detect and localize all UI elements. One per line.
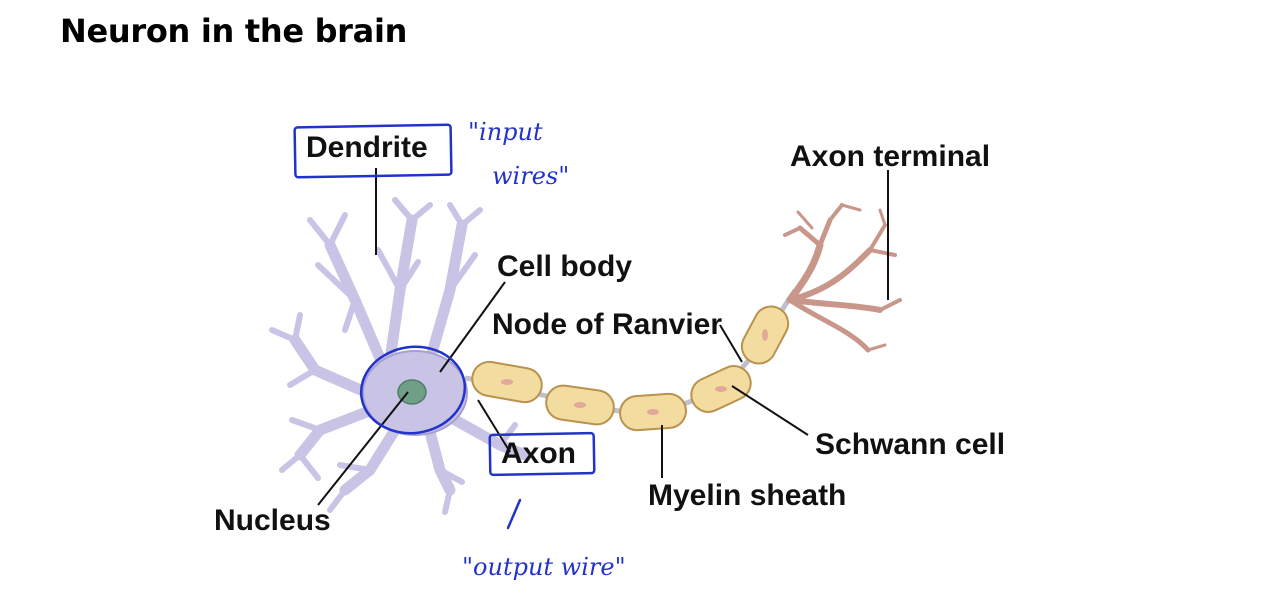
label-myelin-sheath: Myelin sheath	[648, 479, 847, 512]
slide-title: Neuron in the brain	[60, 12, 408, 50]
annotation-input-line1: "input	[468, 118, 543, 146]
label-node-of-ranvier: Node of Ranvier	[492, 308, 723, 341]
output-pointer-stroke	[506, 498, 522, 530]
axon-terminal-branches	[783, 203, 902, 353]
hand-annotations	[293, 123, 596, 530]
label-dendrite: Dendrite	[306, 131, 428, 164]
label-axon: Axon	[501, 437, 576, 470]
label-axon-terminal: Axon terminal	[790, 140, 991, 173]
cell-body-leader	[439, 281, 506, 373]
schwann-nuclei	[501, 329, 768, 415]
axon-leader	[477, 399, 511, 453]
annotation-output: "output wire"	[462, 553, 626, 581]
annotation-input-line2: wires"	[492, 162, 570, 190]
leader-lines	[317, 168, 889, 506]
cell-body-circle	[359, 345, 467, 435]
label-cell-body: Cell body	[497, 250, 633, 283]
dendrite-box	[293, 123, 453, 179]
axon-box	[488, 431, 596, 477]
nucleus-shape	[397, 379, 427, 405]
node-of-ranvier-leader	[719, 324, 743, 363]
dendrite-branches	[269, 197, 531, 515]
schwann-cell-leader	[731, 385, 809, 436]
nucleus-leader	[317, 391, 409, 506]
label-nucleus: Nucleus	[214, 504, 331, 537]
label-schwann-cell: Schwann cell	[815, 428, 1006, 461]
